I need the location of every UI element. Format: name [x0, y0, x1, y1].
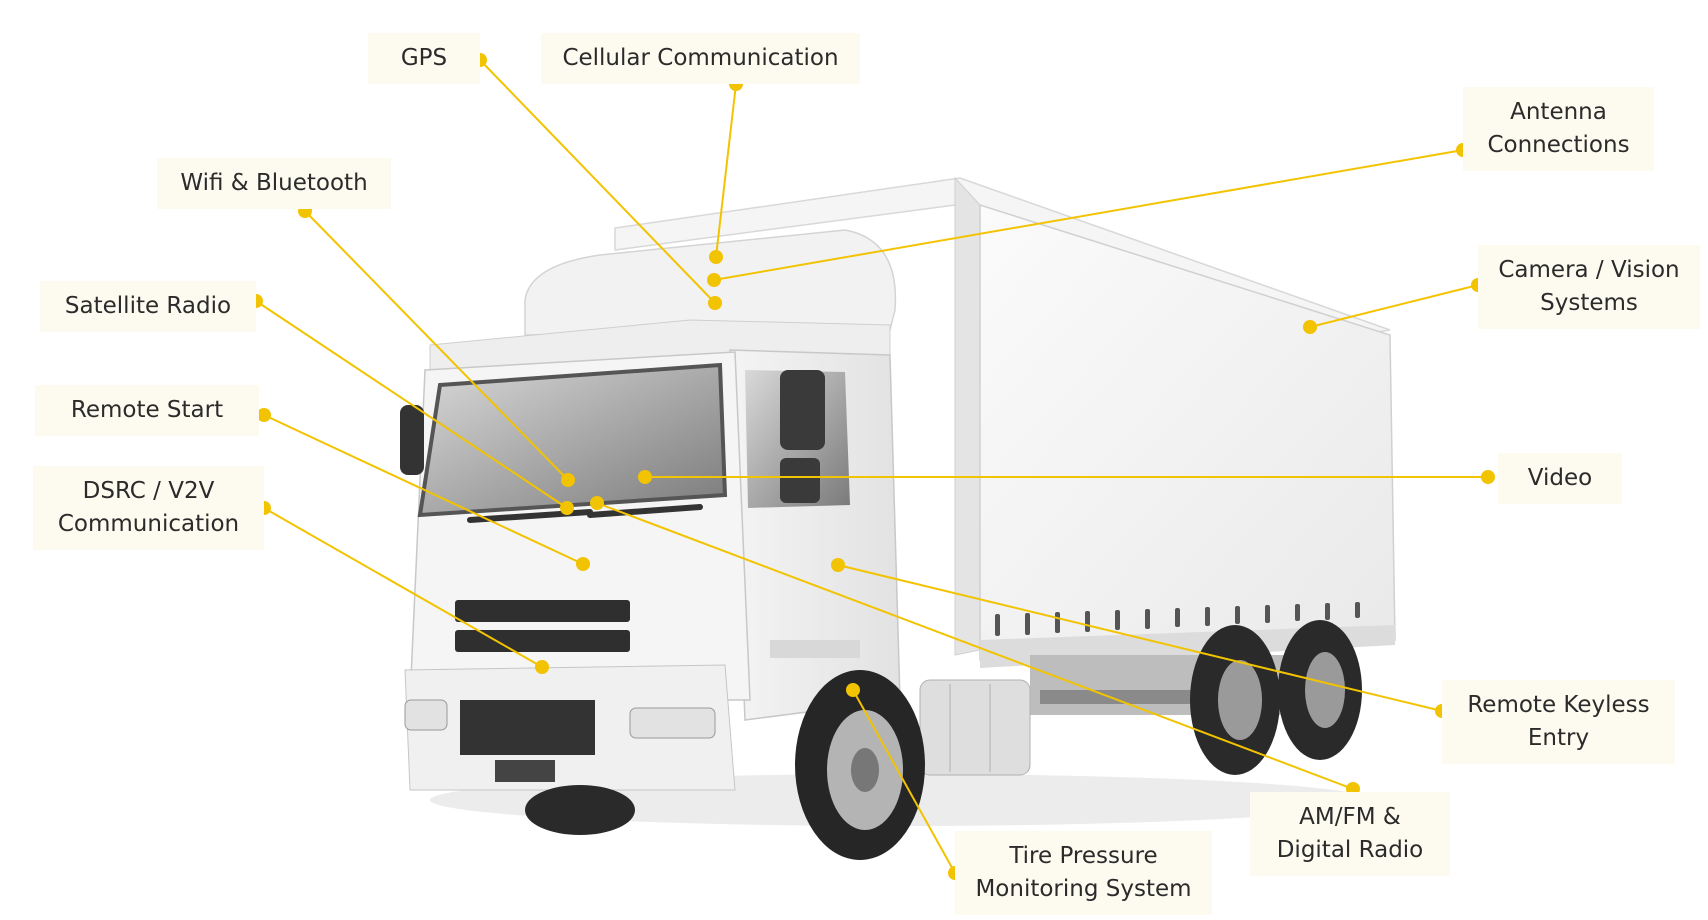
- dot-video-label: [1481, 470, 1495, 484]
- dot-camera-truck: [1303, 320, 1317, 334]
- dot-video-truck: [638, 470, 652, 484]
- label-tire-pressure-monitoring-system: Tire Pressure Monitoring System: [955, 831, 1212, 915]
- dot-tire-truck: [846, 683, 860, 697]
- label-dsrc-line-1: DSRC / V2V: [82, 478, 215, 504]
- connector-amfm: [596, 502, 1354, 790]
- label-satellite-line-1: Satellite Radio: [64, 293, 232, 319]
- label-remote-start-line-1: Remote Start: [70, 397, 224, 423]
- label-keyless-line-1: Remote Keyless: [1467, 692, 1650, 718]
- label-keyless-line-2: Entry: [1527, 725, 1590, 751]
- dot-remote-start-label: [257, 408, 271, 422]
- dot-dsrc-truck: [535, 660, 549, 674]
- connector-antenna: [713, 149, 1464, 281]
- connector-wifi: [304, 210, 569, 481]
- dot-gps-truck: [708, 296, 722, 310]
- connector-camera: [1309, 284, 1479, 328]
- label-remote-start: Remote Start: [35, 385, 259, 436]
- dot-satellite-truck: [560, 501, 574, 515]
- label-tire-line-2: Monitoring System: [975, 876, 1192, 902]
- label-cellular-line-1: Cellular Communication: [562, 45, 839, 71]
- label-camera-line-2: Systems: [1540, 290, 1638, 316]
- label-wifi-line-1: Wifi & Bluetooth: [180, 170, 368, 196]
- label-antenna-connections: Antenna Connections: [1463, 87, 1654, 171]
- truck-illustration: [400, 176, 1396, 860]
- label-video-line-1: Video: [1527, 465, 1593, 491]
- dot-keyless-truck: [831, 558, 845, 572]
- connector-lines: [255, 59, 1488, 874]
- dot-amfm-truck: [590, 496, 604, 510]
- connector-satellite: [255, 300, 568, 509]
- label-amfm-line-2: Digital Radio: [1276, 837, 1424, 863]
- connector-keyless: [837, 564, 1443, 712]
- label-amfm-digital-radio: AM/FM & Digital Radio: [1250, 792, 1450, 876]
- label-satellite-radio: Satellite Radio: [40, 281, 256, 332]
- connector-dsrc: [263, 507, 543, 668]
- label-tire-line-1: Tire Pressure: [1009, 843, 1158, 869]
- dot-cellular-truck: [709, 250, 723, 264]
- label-dsrc-v2v-communication: DSRC / V2V Communication: [33, 466, 264, 550]
- label-cellular-communication: Cellular Communication: [541, 33, 860, 84]
- connector-cellular: [715, 83, 737, 258]
- dot-antenna-truck: [707, 273, 721, 287]
- label-camera-line-1: Camera / Vision: [1498, 257, 1680, 283]
- label-gps: GPS: [368, 33, 480, 84]
- callout-dots: [249, 53, 1495, 880]
- connector-tire: [852, 689, 956, 874]
- label-wifi-bluetooth: Wifi & Bluetooth: [157, 158, 391, 209]
- label-dsrc-line-2: Communication: [57, 511, 240, 537]
- label-video: Video: [1498, 453, 1622, 504]
- label-antenna-line-1: Antenna: [1510, 99, 1607, 125]
- label-remote-keyless-entry: Remote Keyless Entry: [1442, 680, 1675, 764]
- label-gps-line-1: GPS: [400, 45, 448, 71]
- label-camera-vision-systems: Camera / Vision Systems: [1478, 245, 1700, 329]
- dot-wifi-truck: [561, 473, 575, 487]
- connector-gps: [479, 59, 716, 304]
- dot-remote-start-truck: [576, 557, 590, 571]
- label-amfm-line-1: AM/FM &: [1299, 804, 1401, 830]
- connector-remote-start: [263, 414, 584, 565]
- label-antenna-line-2: Connections: [1487, 132, 1630, 158]
